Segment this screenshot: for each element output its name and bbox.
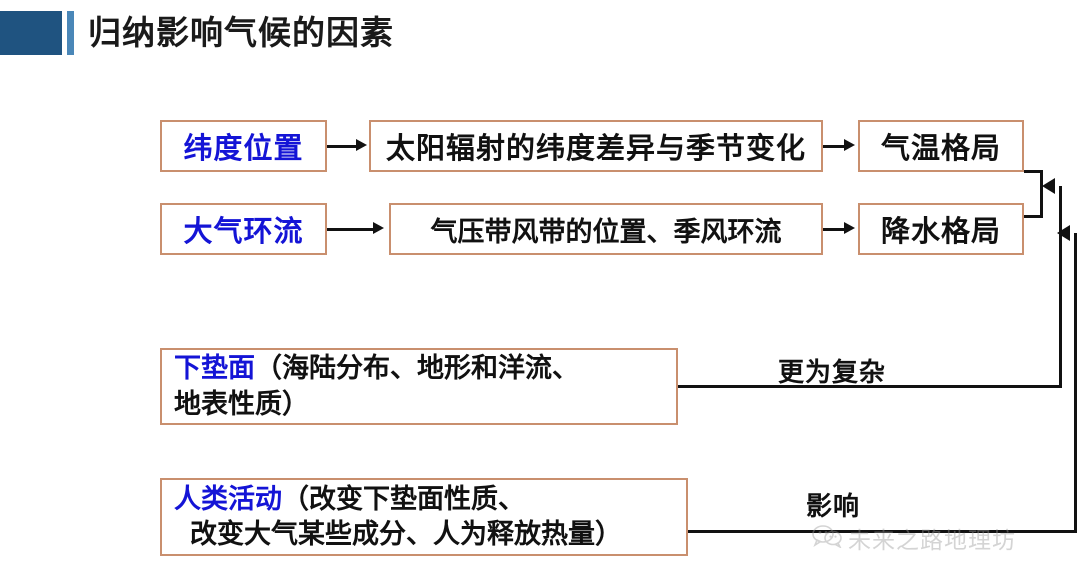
connector-latitude-to-solar-line [327,145,358,148]
page-title: 归纳影响气候的因素 [88,14,394,51]
connector-pressure-to-precipitation-arrowhead-icon [844,222,855,234]
node-underlying-surface: 下垫面（海陆分布、地形和洋流、 地表性质） [160,348,678,425]
outcome-bracket-stem [1040,170,1043,218]
connector-human-feedback-vertical [1074,233,1077,533]
connector-surface-feedback-arrowhead-icon [1042,178,1055,194]
node-underlying-surface-line-1: 下垫面（海陆分布、地形和洋流、 [174,351,579,386]
header-accent-bar [67,11,74,55]
connector-solar-to-temperature-line [823,145,846,148]
connector-surface-feedback-vertical [1059,186,1062,388]
connector-human-feedback-arrowhead-icon [1057,225,1070,241]
node-precipitation-pattern-label: 降水格局 [880,216,1001,248]
node-latitude-position-label: 纬度位置 [183,133,304,165]
outcome-bracket-bottom-segment [1024,215,1043,218]
connector-circulation-to-pressure-arrowhead-icon [373,222,384,234]
connector-circulation-to-pressure-line [327,228,375,231]
node-atmospheric-circulation-label: 大气环流 [183,216,304,248]
wechat-icon [812,524,842,553]
node-human-activity-line-2: 改变大气某些成分、人为释放热量） [190,519,622,549]
node-temperature-pattern-label: 气温格局 [880,133,1001,165]
node-human-activity-line-1: 人类活动（改变下垫面性质、 [174,482,622,517]
node-underlying-surface-factor: 下垫面 [174,353,255,384]
node-precipitation-pattern: 降水格局 [858,203,1024,255]
header-accent-block [0,11,62,55]
node-solar-radiation-label: 太阳辐射的纬度差异与季节变化 [385,133,806,165]
node-temperature-pattern: 气温格局 [858,120,1024,172]
edge-label-affect: 影响 [806,491,861,521]
node-underlying-surface-detail-1: （海陆分布、地形和洋流、 [255,353,579,384]
node-human-activity-detail-1: （改变下垫面性质、 [282,483,525,514]
connector-pressure-to-precipitation-line [823,228,846,231]
node-solar-radiation: 太阳辐射的纬度差异与季节变化 [369,120,823,172]
connector-solar-to-temperature-arrowhead-icon [844,139,855,151]
edge-label-more-complex: 更为复杂 [778,357,887,387]
node-atmospheric-circulation: 大气环流 [160,203,327,255]
watermark: 未来之路地理坊 [812,521,1016,555]
node-latitude-position: 纬度位置 [160,120,327,172]
node-pressure-belt: 气压带风带的位置、季风环流 [389,203,823,255]
outcome-bracket-top-segment [1024,170,1043,173]
node-pressure-belt-label: 气压带风带的位置、季风环流 [430,216,782,247]
connector-surface-feedback-horizontal [678,385,1062,388]
node-underlying-surface-line-2: 地表性质） [174,388,309,419]
node-human-activity-factor: 人类活动 [174,483,282,514]
watermark-text: 未来之路地理坊 [848,527,1016,553]
node-human-activity-text: 人类活动（改变下垫面性质、 改变大气某些成分、人为释放热量） [162,482,622,552]
node-underlying-surface-text: 下垫面（海陆分布、地形和洋流、 地表性质） [162,351,579,421]
connector-human-feedback-horizontal [688,530,1077,533]
connector-latitude-to-solar-arrowhead-icon [356,139,367,151]
node-human-activity: 人类活动（改变下垫面性质、 改变大气某些成分、人为释放热量） [160,478,688,556]
